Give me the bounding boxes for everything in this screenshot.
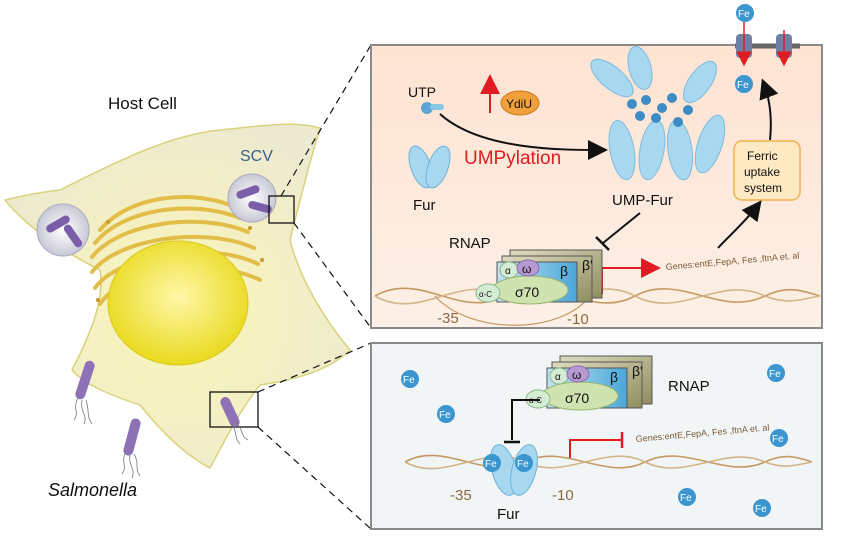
ferric-line2: uptake [744, 165, 780, 179]
fe-ion-free-2: Fe [437, 405, 455, 423]
ydiu-enzyme: YdiU [500, 90, 540, 116]
ferric-line3: system [744, 181, 782, 195]
rnap-betaprime-top: β' [582, 257, 593, 273]
bottom-panel: α ω β β' σ70 α-C RNAP Fe Fe Fur -35 -1 [370, 342, 823, 530]
iron-transporter-icons [735, 22, 800, 67]
rnap-beta-bottom: β [610, 369, 618, 385]
fe-ion-free-5-label: Fe [680, 493, 692, 504]
fe-ion-out-label: Fe [738, 9, 750, 20]
fe-ion-free-6: Fe [753, 499, 771, 517]
rnap-beta-top: β [560, 263, 568, 279]
host-cell: Host Cell SCV Salmonella [3, 94, 352, 500]
zoom-box-bottom [209, 391, 259, 428]
top-panel: UTP YdiU Fur UMPylation [370, 4, 823, 329]
fe-ion-in: Fe [735, 75, 753, 93]
scv-label: SCV [240, 148, 273, 165]
nucleus [107, 240, 249, 366]
umpylation-label: UMPylation [464, 148, 561, 169]
fe-ion-free-4-label: Fe [772, 434, 784, 445]
fur-label: Fur [413, 197, 436, 214]
rnap-alpha-top: α [505, 266, 511, 277]
fe-ion-out: Fe [736, 4, 754, 22]
fur-label-bottom: Fur [497, 506, 520, 523]
rnap-omega-bottom: ω [572, 368, 581, 382]
umpylation-arrow [439, 113, 608, 160]
rnap-alphac-top: α-C [479, 290, 492, 299]
host-cell-label: Host Cell [108, 94, 177, 113]
blocked-transcription-line [569, 439, 622, 458]
fur-inhibit-rnap-line [511, 399, 540, 440]
minus10-bottom: -10 [552, 487, 574, 504]
ump-fur-inhibit-bar [595, 236, 610, 251]
rnap-alpha-bottom: α [555, 372, 561, 383]
dna-helix-bottom [404, 454, 813, 470]
fe-ion-free-3-label: Fe [769, 369, 781, 380]
fe-ion-fur-left-label: Fe [485, 459, 497, 470]
minus35-bottom: -35 [450, 487, 472, 504]
utp-label: UTP [408, 84, 436, 100]
fe-ion-free-6-label: Fe [755, 504, 767, 515]
minus10-top: -10 [567, 311, 589, 328]
rnap-complex-top: α ω β β' σ70 α-C [475, 249, 603, 305]
ferric-to-transporter-arrow [759, 78, 779, 141]
fe-ion-free-4: Fe [770, 429, 788, 447]
fur-dimer-icon [408, 145, 451, 189]
rnap-label-bottom: RNAP [668, 378, 710, 395]
salmonella-label: Salmonella [48, 480, 137, 500]
ferric-line1: Ferric [747, 149, 778, 163]
fe-ion-free-5: Fe [678, 488, 696, 506]
utp-molecule-icon [421, 102, 444, 114]
ump-fur-label: UMP-Fur [612, 192, 673, 209]
scv-right [227, 173, 277, 223]
rnap-complex-bottom: α ω β β' σ70 α-C [525, 355, 653, 411]
dna-loop-top [434, 295, 591, 326]
rnap-label-top: RNAP [449, 235, 491, 252]
fe-ion-fur-left: Fe [483, 454, 501, 472]
minus35-top: -35 [437, 310, 459, 327]
rnap-sigma-bottom: σ70 [565, 390, 589, 406]
fe-ion-free-1: Fe [401, 370, 419, 388]
fe-ion-fur-right-label: Fe [517, 459, 529, 470]
golgi-apparatus [90, 195, 262, 306]
rnap-omega-top: ω [522, 262, 531, 276]
ydiu-label: YdiU [506, 97, 532, 111]
rnap-betaprime-bottom: β' [632, 363, 643, 379]
free-fe-ions: Fe Fe Fe Fe Fe Fe [401, 364, 788, 517]
fe-ion-free-2-label: Fe [439, 410, 451, 421]
fe-ion-in-label: Fe [737, 80, 749, 91]
ferric-uptake-box [733, 140, 801, 201]
fe-ion-free-1-label: Fe [403, 375, 415, 386]
rnap-sigma-top: σ70 [515, 284, 539, 300]
salmonella-bacteria [73, 360, 249, 479]
fe-ion-free-3: Fe [767, 364, 785, 382]
fe-ion-fur-right: Fe [515, 454, 533, 472]
ump-fur-inhibit-line [602, 212, 641, 244]
scv-left [36, 203, 90, 257]
genes-to-ferric-arrow [717, 200, 762, 249]
ump-fur-complex-icon [590, 46, 726, 181]
zoom-lines [257, 44, 372, 530]
dna-helix-top [374, 287, 821, 305]
